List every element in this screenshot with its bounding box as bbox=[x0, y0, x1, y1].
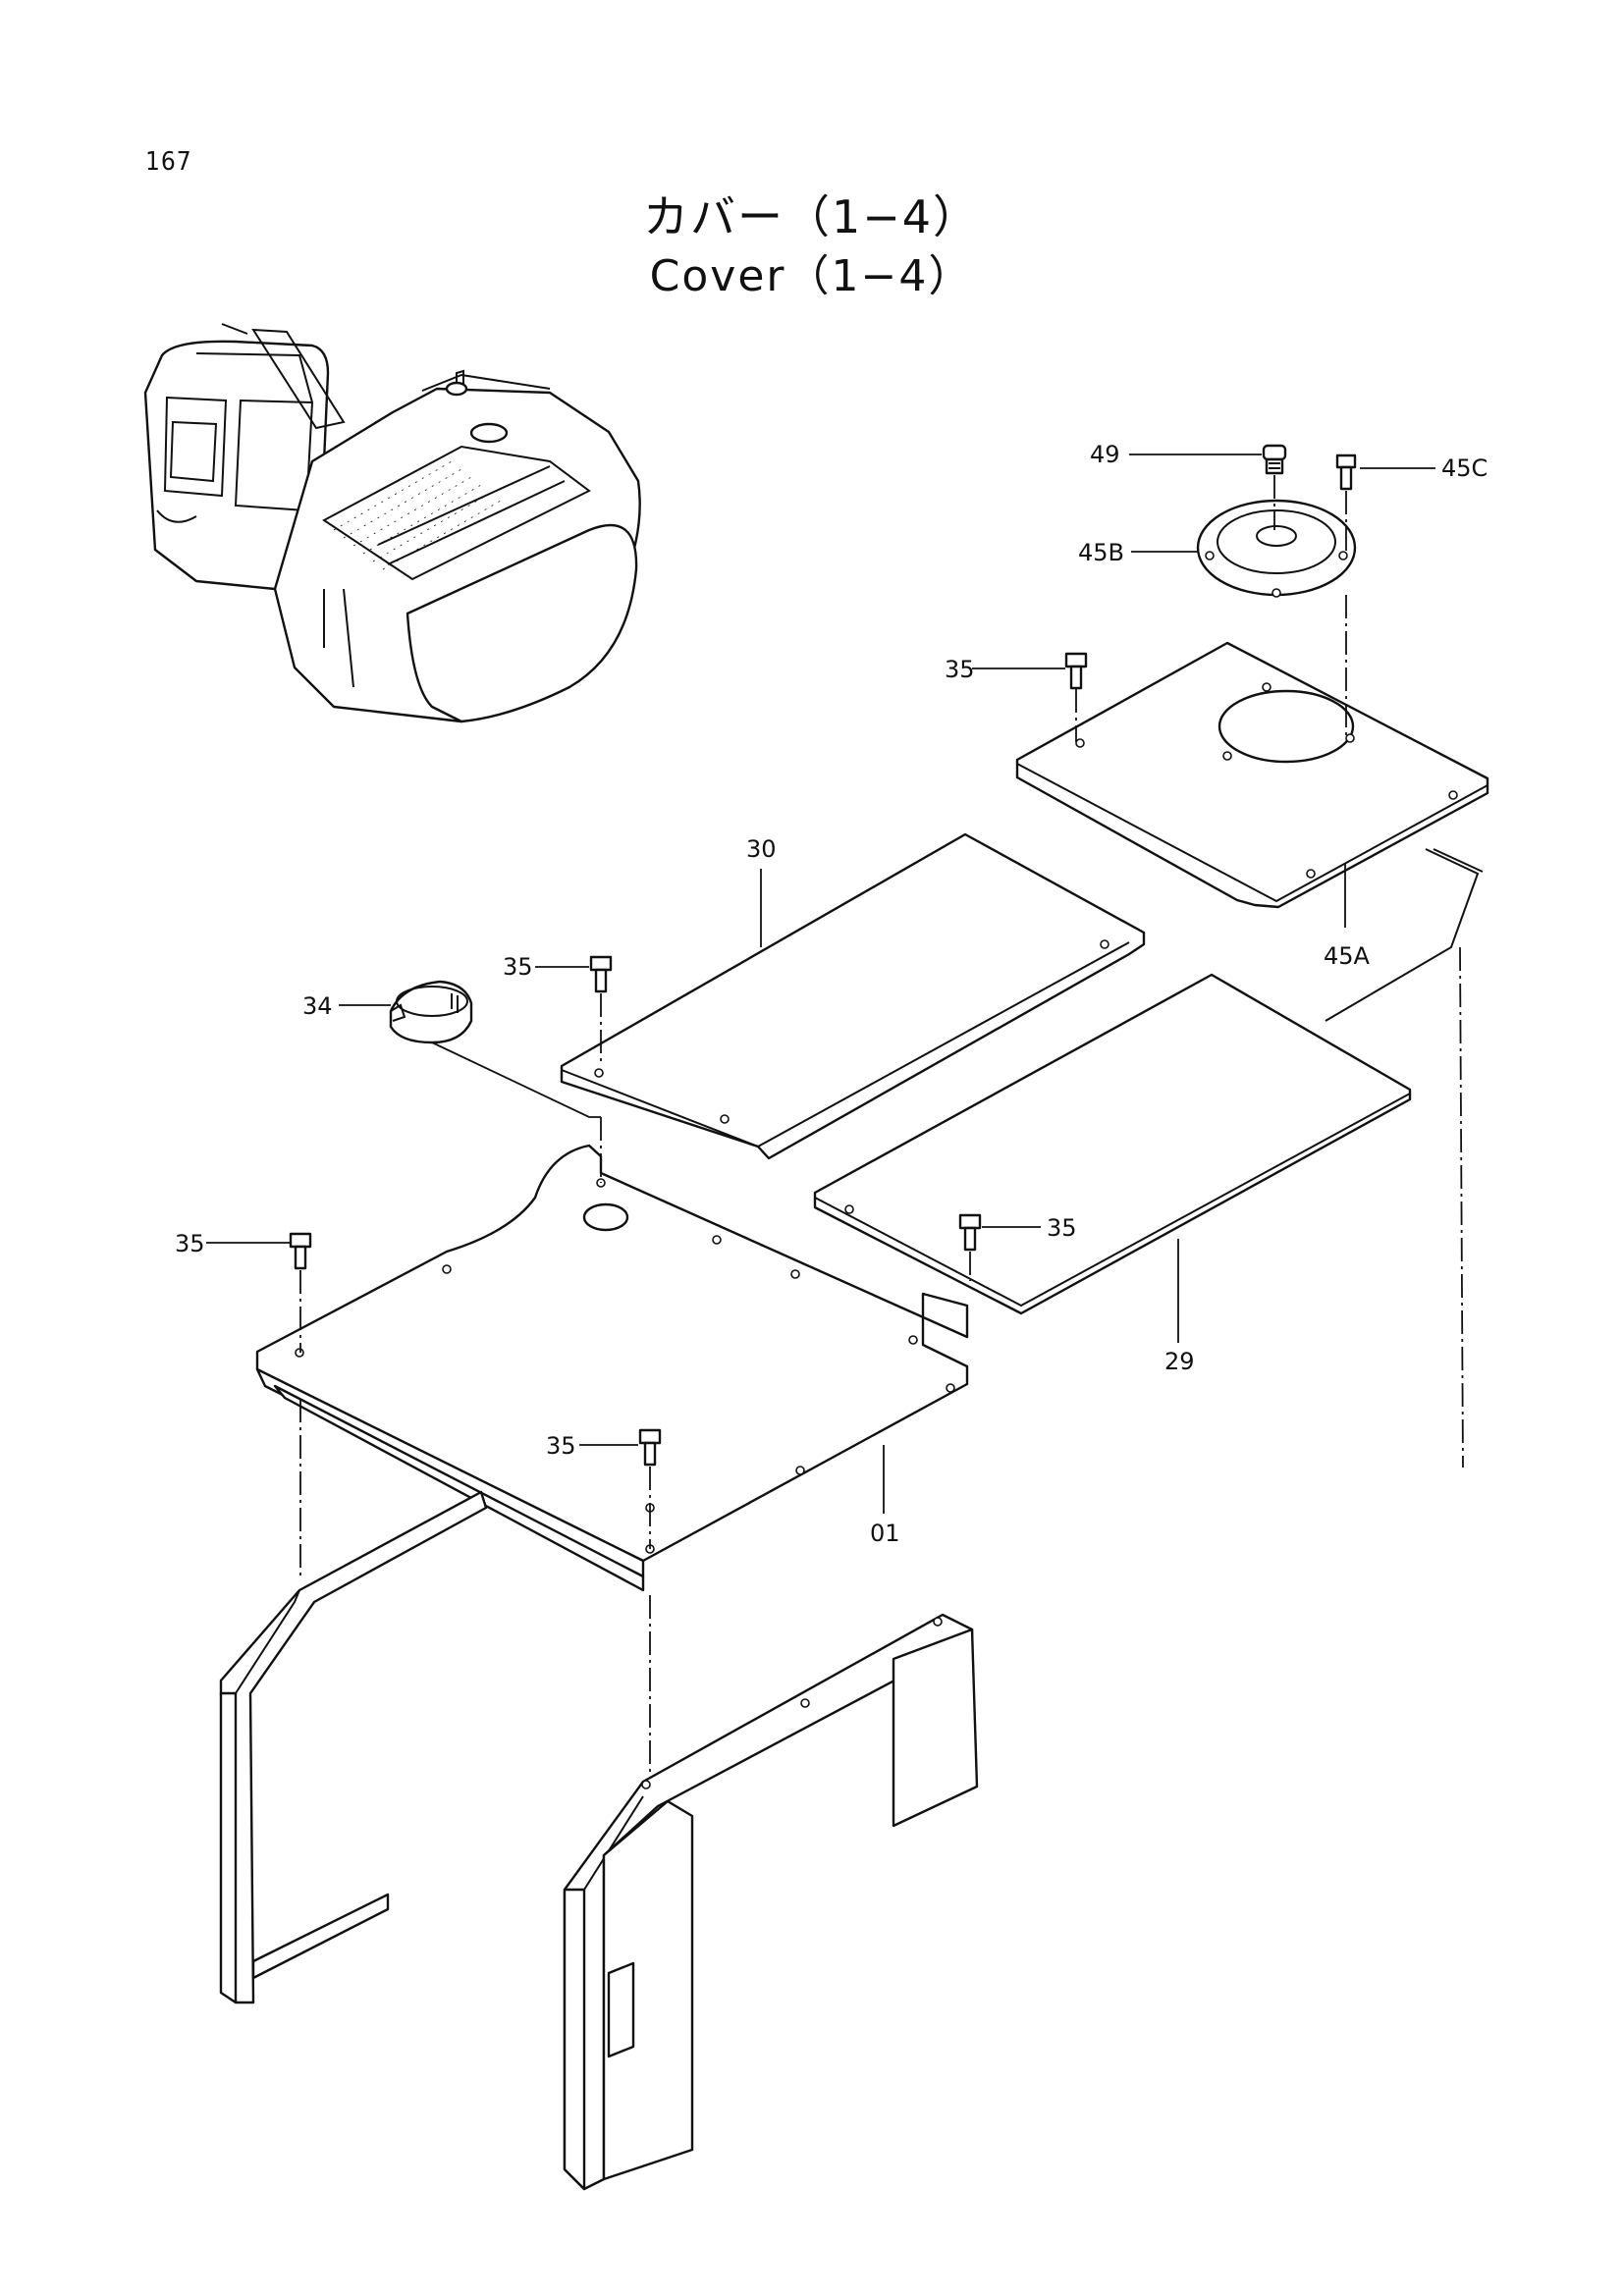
fuel-line-34 bbox=[431, 1041, 601, 1118]
cover-plate-45A bbox=[1015, 641, 1489, 909]
callout-45B: 45B bbox=[1078, 539, 1124, 566]
callout-01: 01 bbox=[870, 1520, 900, 1547]
callout-35-center: 35 bbox=[546, 1432, 576, 1460]
bolt-45C bbox=[1335, 454, 1357, 491]
callout-45C: 45C bbox=[1441, 454, 1488, 482]
callout-35-cover-30: 35 bbox=[503, 953, 533, 981]
bolt-35-left bbox=[289, 1232, 312, 1270]
callout-29: 29 bbox=[1164, 1348, 1195, 1375]
title-japanese: カバー（1−4） bbox=[642, 190, 981, 243]
callout-45A: 45A bbox=[1324, 942, 1371, 970]
cap-34 bbox=[389, 980, 473, 1044]
callout-labels: 49 45C 45B 35 45A 30 35 34 35 35 29 35 0… bbox=[175, 441, 1488, 1547]
cap-45B bbox=[1196, 499, 1357, 598]
callout-35-cover-29: 35 bbox=[1047, 1214, 1077, 1242]
bolt-35-cover-29 bbox=[958, 1213, 982, 1252]
page-number: 167 bbox=[145, 147, 192, 177]
callout-49: 49 bbox=[1090, 441, 1120, 468]
bolt-35-center bbox=[638, 1428, 662, 1467]
bolt-35-cover-30 bbox=[589, 955, 613, 993]
frame-left bbox=[219, 1490, 488, 2004]
alignment-line-frame-right bbox=[1459, 946, 1464, 1468]
title-english: Cover（1−4） bbox=[649, 251, 974, 301]
callout-30: 30 bbox=[746, 835, 777, 863]
callout-35-top-right: 35 bbox=[945, 656, 975, 683]
cover-01 bbox=[255, 1144, 969, 1592]
callout-34: 34 bbox=[302, 992, 333, 1020]
bolt-35-top-right bbox=[1064, 652, 1088, 690]
leader-lines bbox=[206, 454, 1435, 1514]
callout-35-left: 35 bbox=[175, 1230, 205, 1257]
frame-right bbox=[563, 1613, 979, 2191]
excavator-overview-illustration bbox=[143, 323, 641, 723]
frame-edge-right bbox=[1325, 848, 1484, 1022]
plug-49 bbox=[1262, 444, 1287, 475]
cover-30 bbox=[560, 832, 1146, 1160]
